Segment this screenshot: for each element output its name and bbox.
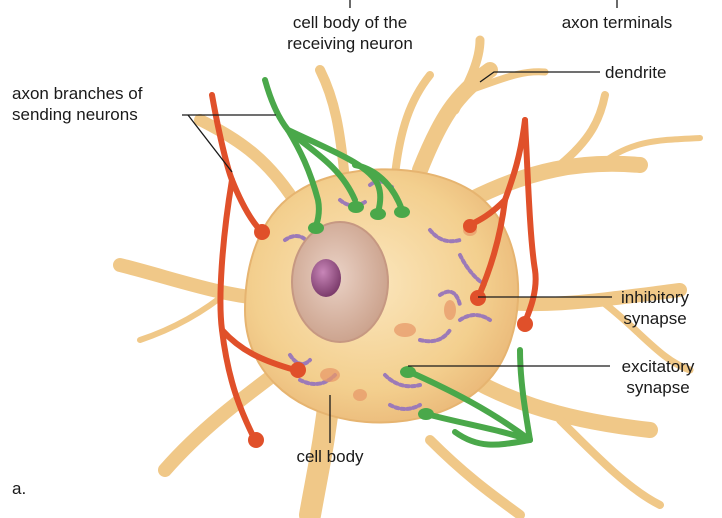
label-cell-body-receiving-line1: cell body of the	[262, 12, 438, 33]
label-dendrite: dendrite	[605, 62, 666, 83]
label-axon-branches-line1: axon branches of	[12, 83, 142, 104]
nucleolus	[311, 259, 341, 297]
label-inhibitory-synapse: inhibitory synapse	[614, 287, 696, 329]
label-axon-branches-line2: sending neurons	[12, 104, 142, 125]
label-axon-terminals: axon terminals	[550, 12, 684, 33]
label-axon-branches: axon branches of sending neurons	[12, 83, 142, 125]
label-inhibitory-line1: inhibitory	[614, 287, 696, 308]
label-cell-body-receiving: cell body of the receiving neuron	[262, 12, 438, 54]
label-excitatory-line2: synapse	[612, 377, 704, 398]
label-excitatory-synapse: excitatory synapse	[612, 356, 704, 398]
label-inhibitory-line2: synapse	[614, 308, 696, 329]
label-cell-body-receiving-line2: receiving neuron	[262, 33, 438, 54]
panel-letter: a.	[12, 478, 26, 499]
label-cell-body: cell body	[280, 446, 380, 467]
label-excitatory-line1: excitatory	[612, 356, 704, 377]
